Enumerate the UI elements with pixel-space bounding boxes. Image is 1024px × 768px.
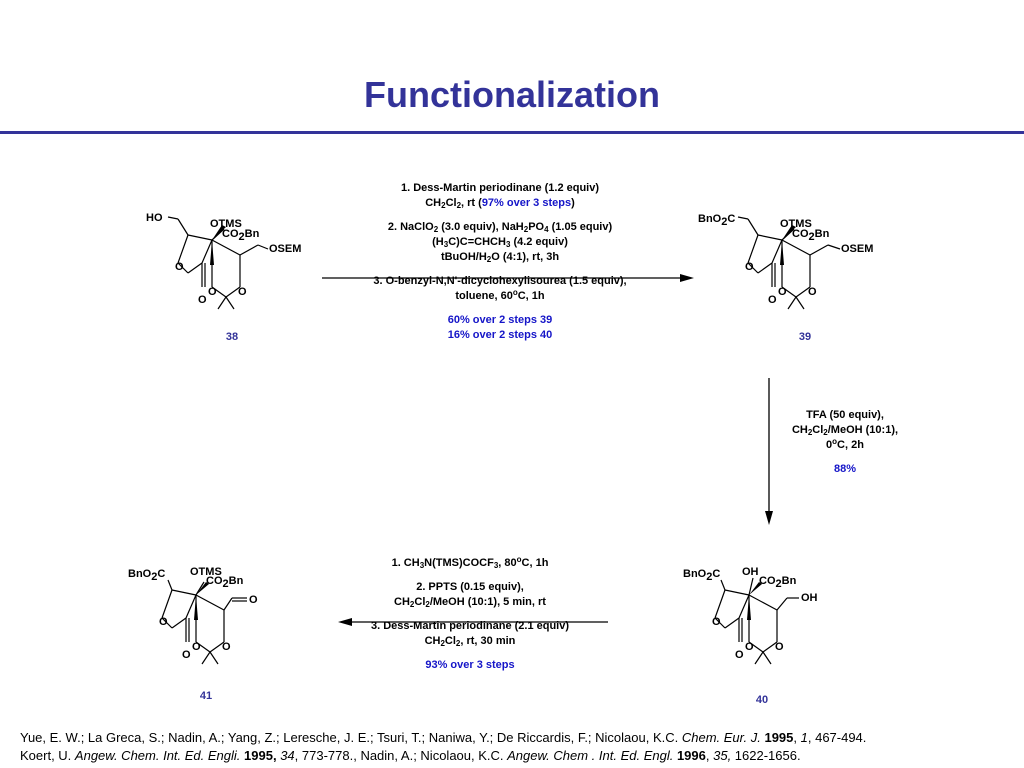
step1-line1: 1. Dess-Martin periodinane (1.2 equiv)	[400, 182, 600, 194]
label-39-ketal-o2: O	[808, 286, 817, 298]
conditions-step3: 1. CH3N(TMS)COCF3, 80oC, 1h 2. PPTS (0.1…	[340, 556, 600, 673]
structure-41: BnO2C OTMS CO2Bn O O O O O	[128, 566, 258, 665]
conditions-step1: 1. Dess-Martin periodinane (1.2 equiv) C…	[330, 181, 670, 343]
step1-line2: CH2Cl2, rt (97% over 3 steps)	[425, 197, 575, 210]
step1-line5: tBuOH/H2O (4:1), rt, 3h	[440, 251, 560, 264]
label-40-ketal-o2: O	[775, 641, 784, 653]
slide-title: Functionalization	[364, 74, 660, 115]
label-41-top: BnO2C	[128, 568, 165, 583]
label-38-ketal-o1: O	[208, 286, 217, 298]
label-38-side: OSEM	[269, 243, 301, 255]
step1-line7: toluene, 60oC, 1h	[455, 288, 545, 303]
compound-number-41: 41	[199, 690, 213, 702]
reference-line-1: Yue, E. W.; La Greca, S.; Nadin, A.; Yan…	[20, 730, 867, 745]
yield-40: 16% over 2 steps 40	[447, 329, 553, 341]
label-40-carbonyl-o: O	[735, 649, 744, 661]
label-39-ring-o: O	[745, 261, 754, 273]
label-40-ester: CO2Bn	[759, 575, 797, 590]
step3-line4: 3. Dess-Martin periodinane (2.1 equiv)	[370, 620, 570, 632]
conditions-step2: TFA (50 equiv), CH2Cl2/MeOH (10:1), 0oC,…	[770, 408, 920, 477]
label-41-side: O	[249, 594, 258, 606]
label-41-ketal-o2: O	[222, 641, 231, 653]
structure-39: BnO2C OTMS CO2Bn OSEM O O O O	[698, 213, 873, 310]
compound-number-40: 40	[755, 694, 769, 706]
label-38-ring-o: O	[175, 261, 184, 273]
label-40-ring-o: O	[712, 616, 721, 628]
label-39-ketal-o1: O	[778, 286, 787, 298]
label-38-ketal-o2: O	[238, 286, 247, 298]
step1-line6: 3. O-benzyl-N,N'-dicyclohexylisourea (1.…	[373, 275, 627, 287]
step2-line2: CH2Cl2/MeOH (10:1),	[791, 424, 899, 437]
compound-number-39: 39	[798, 331, 812, 343]
label-41-ester: CO2Bn	[206, 575, 244, 590]
step3-line2: 2. PPTS (0.15 equiv),	[416, 581, 524, 593]
label-39-top: BnO2C	[698, 213, 735, 228]
step2-line3: 0oC, 2h	[826, 437, 864, 452]
structure-38: HO OTMS CO2Bn OSEM O O O O	[146, 212, 301, 310]
arrow-39-to-40	[765, 378, 773, 525]
label-40-oprotect: OH	[742, 566, 759, 578]
title-underline	[0, 131, 1024, 134]
label-38-ester: CO2Bn	[222, 228, 260, 243]
step2-line1: TFA (50 equiv),	[806, 409, 884, 421]
structure-40: BnO2C OH CO2Bn OH O O O O	[683, 566, 818, 665]
label-39-oprotect: OTMS	[780, 218, 812, 230]
step1-line4: (H3C)C=CHCH3 (4.2 equiv)	[432, 236, 568, 249]
step3-line1: 1. CH3N(TMS)COCF3, 80oC, 1h	[391, 555, 549, 570]
step3-line3: CH2Cl2/MeOH (10:1), 5 min, rt	[394, 596, 546, 609]
arrow-38-to-39	[322, 274, 694, 282]
compound-number-38: 38	[225, 331, 239, 343]
label-38-top: HO	[146, 212, 163, 224]
step2-yield: 88%	[833, 463, 857, 475]
label-40-ketal-o1: O	[745, 641, 754, 653]
label-41-ring-o: O	[159, 616, 168, 628]
reference-line-2: Koert, U. Angew. Chem. Int. Ed. Engli. 1…	[20, 748, 801, 763]
yield-39: 60% over 2 steps 39	[447, 314, 553, 326]
label-39-carbonyl-o: O	[768, 294, 777, 306]
label-41-ketal-o1: O	[192, 641, 201, 653]
label-39-side: OSEM	[841, 243, 873, 255]
references: Yue, E. W.; La Greca, S.; Nadin, A.; Yan…	[20, 729, 866, 765]
step3-line5: CH2Cl2, rt, 30 min	[424, 635, 516, 648]
label-40-side: OH	[801, 592, 818, 604]
label-39-ester: CO2Bn	[792, 228, 830, 243]
label-38-oprotect: OTMS	[210, 218, 242, 230]
step1-line3: 2. NaClO2 (3.0 equiv), NaH2PO4 (1.05 equ…	[387, 221, 613, 234]
label-41-carbonyl-o: O	[182, 649, 191, 661]
label-40-top: BnO2C	[683, 568, 720, 583]
label-41-oprotect: OTMS	[190, 566, 222, 578]
step3-yield: 93% over 3 steps	[425, 659, 515, 671]
label-38-carbonyl-o: O	[198, 294, 207, 306]
arrow-40-to-41	[338, 618, 608, 626]
